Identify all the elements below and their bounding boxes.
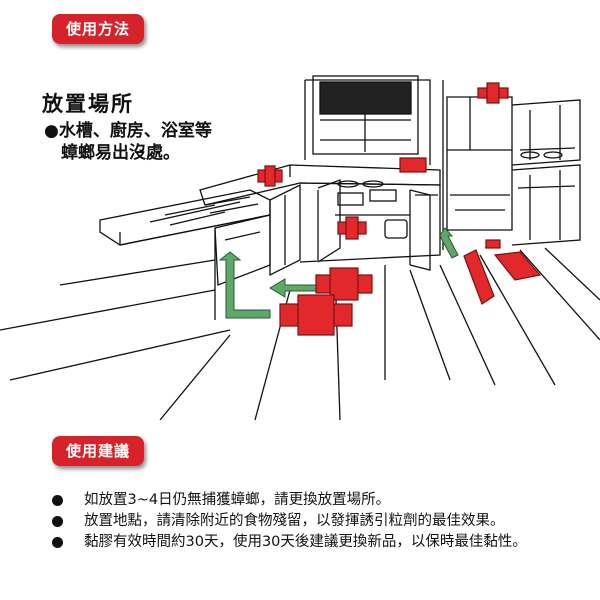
placement-line-1: ●水槽、廚房、浴室等 <box>44 121 212 141</box>
trap-box-4 <box>337 216 367 240</box>
advice-text-1: 如放置3~4日仍無捕獲蟑螂，請更換放置場所。 <box>84 492 391 508</box>
trap-box-6 <box>279 294 353 336</box>
placement-title: 放置場所 <box>42 92 134 116</box>
trap-box-8 <box>485 239 542 281</box>
bullet-icon <box>52 495 63 506</box>
advice-text-2: 放置地點，請清除附近的食物殘留，以發揮誘引粒劑的最佳效果。 <box>84 513 505 529</box>
trap-box-5 <box>315 267 373 301</box>
arrow-path-left <box>218 251 271 319</box>
trap-box-7 <box>463 249 495 305</box>
bullet-icon <box>52 537 63 548</box>
trap-box-1 <box>257 165 283 187</box>
trap-box-2 <box>399 157 427 173</box>
advice-item-1: 如放置3~4日仍無捕獲蟑螂，請更換放置場所。 <box>52 490 582 511</box>
kitchen-illustration <box>0 75 600 420</box>
advice-tag: 使用建議 <box>52 436 145 466</box>
advice-item-3: 黏膠有效時間約30天，使用30天後建議更換新品，以保時最佳黏性。 <box>52 532 582 553</box>
trap-box-3 <box>477 82 509 104</box>
advice-text-3: 黏膠有效時間約30天，使用30天後建議更換新品，以保時最佳黏性。 <box>84 534 527 550</box>
bullet-icon <box>52 516 63 527</box>
advice-list: 如放置3~4日仍無捕獲蟑螂，請更換放置場所。 放置地點，請清除附近的食物殘留，以… <box>52 490 582 553</box>
advice-item-2: 放置地點，請清除附近的食物殘留，以發揮誘引粒劑的最佳效果。 <box>52 511 582 532</box>
placement-description: ●水槽、廚房、浴室等 蟑螂易出沒處。 <box>44 120 284 164</box>
placement-line-2: 蟑螂易出沒處。 <box>61 143 180 163</box>
usage-tag: 使用方法 <box>52 14 145 44</box>
